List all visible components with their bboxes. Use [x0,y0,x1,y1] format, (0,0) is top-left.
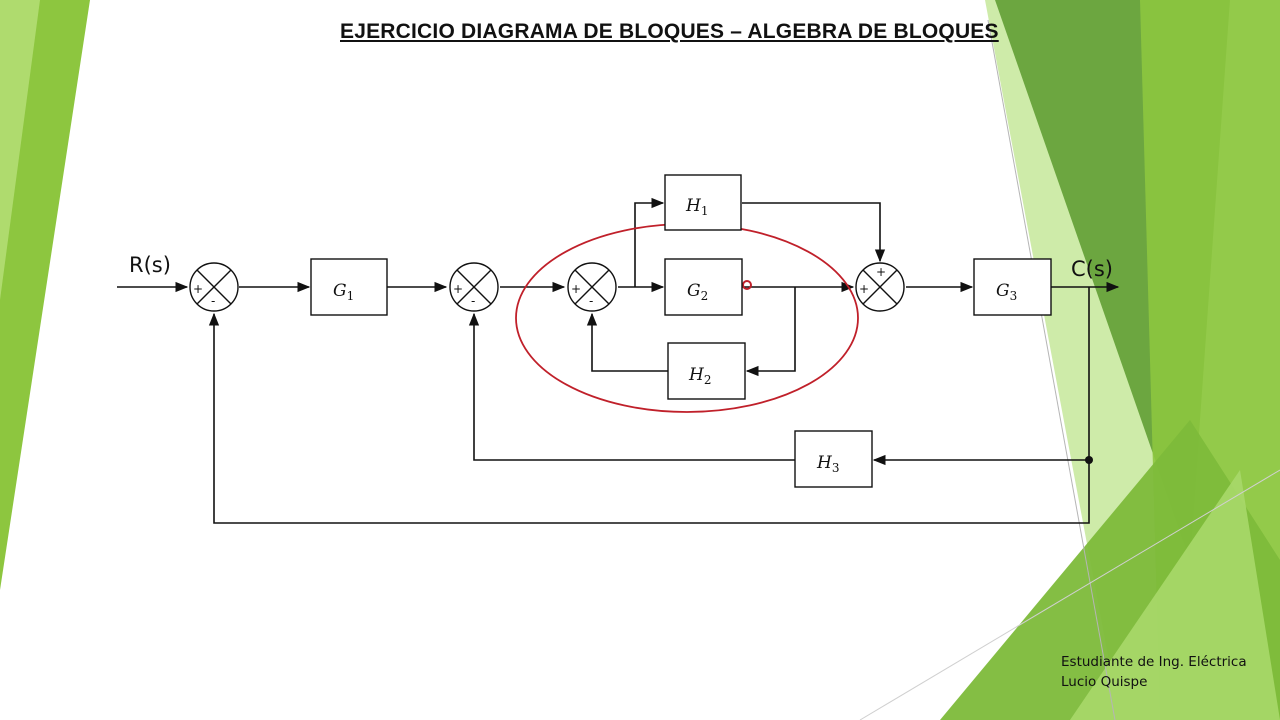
right-thin-line-2 [859,469,1280,720]
right-green-facet-pale [1070,470,1280,720]
svg-text:G2: G2 [687,281,708,303]
summing-junction-2[interactable]: + - [449,262,499,312]
g2-symbol: G [687,281,701,301]
s1-bottom-sign: - [211,294,215,308]
line-branch-h1 [634,197,665,287]
s4-left-sign: + [859,282,869,296]
footer-author-title: Estudiante de Ing. Eléctrica [1061,654,1247,670]
g1-symbol: G [333,281,347,301]
block-g1[interactable]: G1 [310,258,388,316]
s4-top-sign: + [876,265,886,279]
h3-symbol: H [816,453,833,473]
block-h3[interactable]: H3 [794,430,873,488]
svg-text:H3: H3 [816,453,839,475]
s3-left-sign: + [571,282,581,296]
line-h1-s4 [742,202,886,263]
g3-sub: 3 [1010,289,1018,303]
svg-text:H2: H2 [688,365,711,387]
page-title: EJERCICIO DIAGRAMA DE BLOQUES – ALGEBRA … [340,20,999,43]
left-green-facet [0,0,90,590]
output-signal-label: C(s) [1071,257,1113,281]
line-h3-s2 [468,312,795,461]
g3-symbol: G [996,281,1010,301]
block-g3[interactable]: G3 [973,258,1052,316]
g2-sub: 2 [701,289,709,303]
s3-bottom-sign: - [589,294,593,308]
h1-symbol: H [685,196,702,216]
footer-author-name: Lucio Quispe [1061,674,1148,690]
h1-sub: 1 [701,204,709,218]
left-green-facet-light [0,0,40,300]
cursor-marker [742,280,752,290]
input-signal-label: R(s) [129,253,171,277]
svg-text:H1: H1 [685,196,708,218]
block-h2[interactable]: H2 [667,342,746,400]
line-g2-out-h2 [745,287,796,377]
takeoff-point [1085,456,1093,464]
s2-left-sign: + [453,282,463,296]
block-h1[interactable]: H1 [664,174,742,231]
h2-sub: 2 [704,373,712,387]
line-unity-feedback [208,312,1090,524]
svg-text:G3: G3 [996,281,1017,303]
summing-junction-4[interactable]: + + [855,262,905,312]
h3-sub: 3 [832,461,840,475]
h2-symbol: H [688,365,705,385]
svg-text:G1: G1 [333,281,354,303]
block-g2[interactable]: G2 [664,258,743,316]
line-h2-s3 [586,312,668,372]
s1-left-sign: + [193,282,203,296]
right-thin-line [987,19,1116,720]
summing-junction-3[interactable]: + - [567,262,617,312]
summing-junction-1[interactable]: + - [189,262,239,312]
g1-sub: 1 [347,289,355,303]
s2-bottom-sign: - [471,294,475,308]
